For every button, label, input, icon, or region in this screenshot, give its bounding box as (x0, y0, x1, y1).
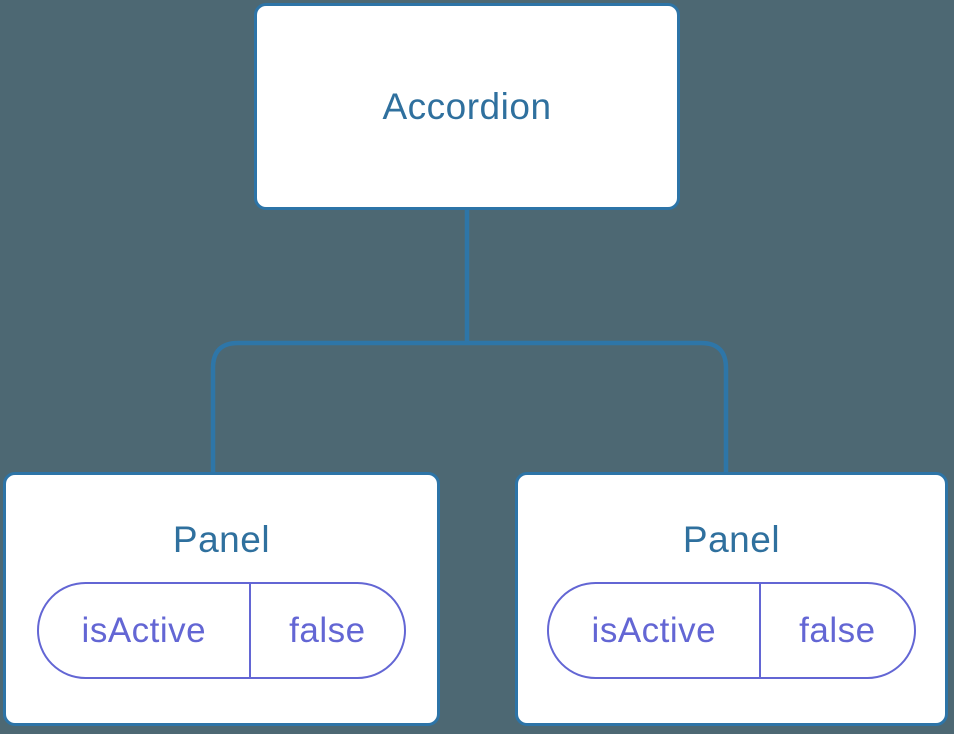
tree-node-panel-right: Panel isActive false (515, 472, 948, 726)
state-pill: isActive false (37, 582, 406, 679)
state-value: false (799, 610, 876, 650)
tree-node-panel-left: Panel isActive false (3, 472, 440, 726)
state-pill: isActive false (547, 582, 916, 679)
state-name: isActive (39, 584, 251, 677)
tree-node-accordion: Accordion (254, 3, 680, 210)
connector-bracket (210, 340, 729, 472)
accordion-node-label: Accordion (382, 85, 552, 127)
panel-node-label: Panel (172, 519, 271, 560)
state-value: false (289, 610, 366, 650)
panel-node-label: Panel (682, 519, 781, 560)
state-name: isActive (549, 584, 761, 677)
